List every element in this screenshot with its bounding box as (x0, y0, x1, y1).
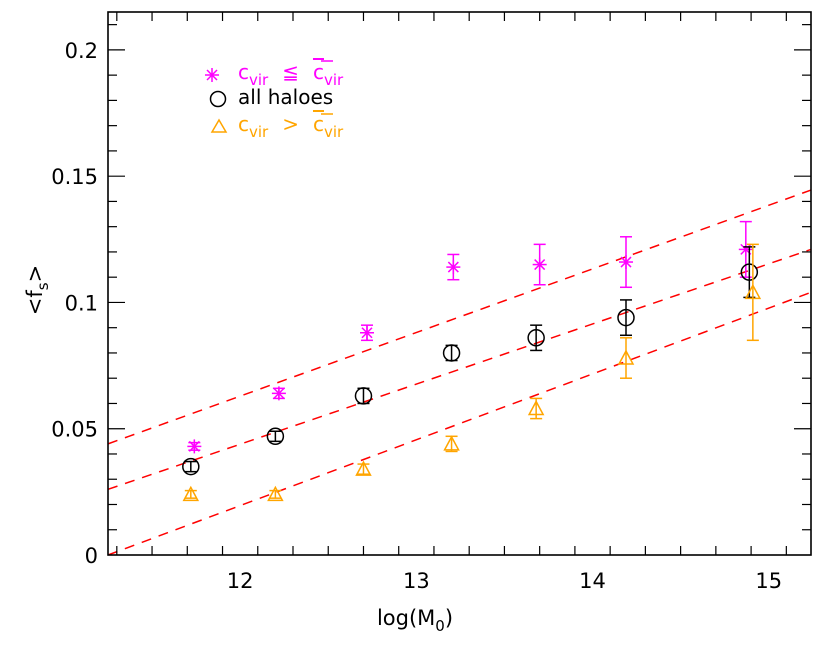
axis-tick-labels: 12 13 14 15 0 0.05 0.1 0.15 0.2 (51, 39, 782, 593)
data-point (266, 427, 285, 446)
series-2 (182, 243, 762, 502)
x-tick-label: 15 (755, 569, 782, 593)
data-point (617, 337, 635, 379)
legend-item-low-concentration: cvir≦cvir (205, 60, 344, 89)
fit-middle-line (107, 248, 812, 491)
triangle-marker-icon (182, 485, 200, 502)
data-point (354, 387, 373, 405)
data-point (738, 220, 753, 278)
series-1 (182, 246, 759, 476)
y-tick-label: 0 (85, 544, 98, 568)
data-point (355, 460, 372, 476)
y-axis-title: <fs> (23, 265, 52, 315)
data-point (527, 324, 545, 352)
triangle-marker-icon (443, 435, 460, 451)
fit-lines (107, 189, 812, 556)
axis-ticks (108, 12, 811, 555)
triangle-marker-icon (210, 118, 228, 133)
svg-text:cvir>cvir: cvir>cvir (238, 112, 344, 141)
data-point (360, 324, 374, 342)
y-tick-label: 0.2 (65, 39, 98, 63)
legend: cvir≦cvir all haloes cvir>cvir (205, 60, 344, 141)
fit-lower-line (107, 291, 812, 556)
data-point (617, 299, 635, 337)
fit-upper-line (107, 189, 812, 445)
circle-marker-icon (617, 308, 635, 327)
data-point (744, 243, 762, 342)
y-tick-label: 0.1 (65, 291, 98, 315)
circle-marker-icon (740, 263, 759, 281)
plot-frame (107, 11, 812, 556)
legend-item-all-haloes: all haloes (209, 85, 333, 109)
circle-marker-icon (527, 329, 545, 347)
asterisk-marker-icon (619, 255, 633, 270)
x-tick-label: 13 (403, 569, 430, 593)
data-point (187, 439, 202, 454)
x-tick-label: 12 (227, 569, 254, 593)
triangle-marker-icon (744, 283, 762, 300)
data-point (267, 485, 284, 502)
data-point (182, 485, 200, 502)
svg-text:all haloes: all haloes (238, 85, 333, 109)
triangle-marker-icon (527, 399, 545, 416)
asterisk-marker-icon (271, 386, 286, 401)
data-point (446, 253, 461, 281)
y-tick-label: 0.15 (51, 165, 98, 189)
triangle-marker-icon (355, 460, 372, 476)
circle-marker-icon (266, 427, 285, 446)
data-point (532, 243, 547, 286)
data-point (442, 344, 461, 362)
circle-marker-icon (354, 387, 373, 405)
y-tick-label: 0.05 (51, 418, 98, 442)
svg-text:cvir≦cvir: cvir≦cvir (238, 60, 344, 89)
legend-item-high-concentration: cvir>cvir (210, 112, 344, 141)
asterisk-marker-icon (360, 325, 374, 340)
series-0 (187, 220, 753, 454)
data-points (182, 220, 762, 502)
asterisk-marker-icon (532, 257, 547, 272)
asterisk-marker-icon (446, 260, 461, 275)
data-point (443, 435, 460, 453)
data-point (182, 457, 200, 476)
triangle-marker-icon (267, 485, 284, 502)
x-axis-title: log(M0) (377, 606, 453, 635)
data-point (619, 236, 633, 289)
circle-marker-icon (209, 90, 227, 108)
triangle-marker-icon (617, 349, 635, 365)
circle-marker-icon (442, 344, 461, 362)
x-tick-label: 14 (579, 569, 606, 593)
asterisk-marker-icon (187, 439, 202, 454)
circle-marker-icon (182, 457, 200, 476)
data-point (271, 386, 286, 401)
data-point (527, 397, 545, 420)
asterisk-marker-icon (205, 68, 219, 82)
